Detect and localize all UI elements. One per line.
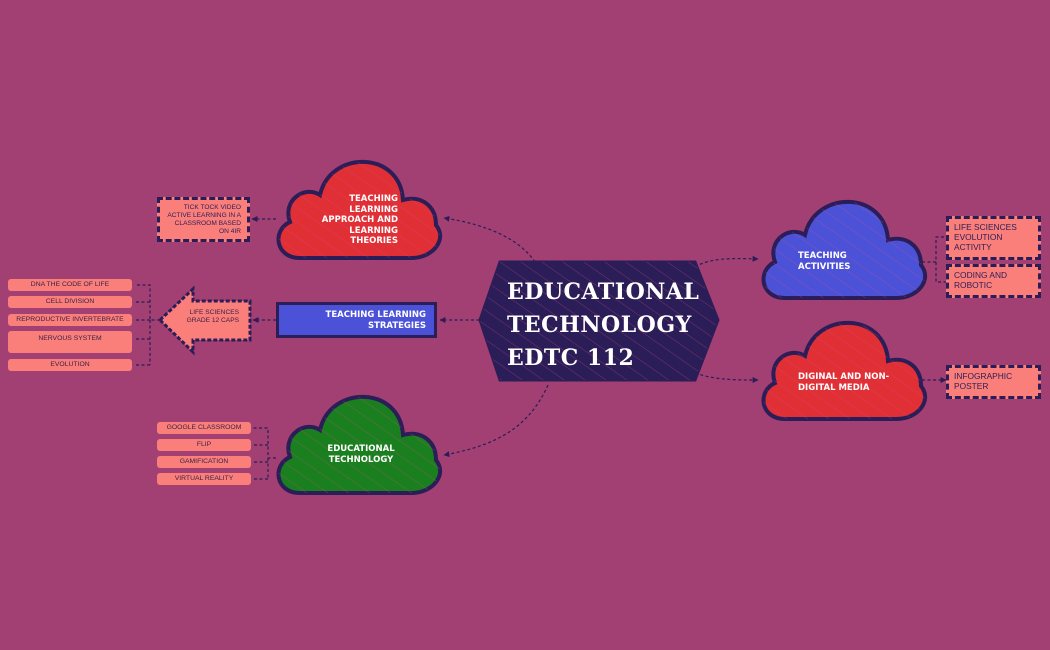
edtech-item-flip[interactable]: FLIP [157,439,251,451]
strategy-item-cell-division[interactable]: CELL DIVISION [8,296,132,308]
connectors [136,215,947,480]
approach-note[interactable]: TICK TOCK VIDEO ACTIVE LEARNING IN A CLA… [157,197,250,242]
activity-item-coding[interactable]: CODING AND ROBOTIC [946,264,1041,298]
strategy-item-evolution[interactable]: EVOLUTION [8,359,132,371]
central-title-line-2: TECHNOLOGY [507,312,692,338]
edtech-item-google-classroom[interactable]: GOOGLE CLASSROOM [157,422,251,434]
connector-center-approach [443,215,536,263]
arrow-label: LIFE SCIENCES GRADE 12 CAPS [186,309,239,324]
connector-activities-items [922,236,946,283]
connector-center-edtech [443,384,549,458]
edtech-label: EDUCATIONAL TECHNOLOGY [327,444,395,465]
connector-edtech-items [253,427,276,480]
central-title-line-1: EDUCATIONAL [507,279,700,305]
cloud-teaching-activities[interactable] [761,199,928,300]
strategy-item-dna[interactable]: DNA THE CODE OF LIFE [8,279,132,291]
media-item-infographic[interactable]: INFOGRAPHIC POSTER [946,365,1041,399]
approach-label: TEACHING LEARNING APPROACH AND LEARNING … [321,194,398,246]
arrow-life-sciences[interactable] [157,285,252,356]
cloud-teaching-approach[interactable] [276,159,443,260]
activities-label: TEACHING ACTIVITIES [798,251,851,272]
media-label: DIGINAL AND NON-DIGITAL MEDIA [798,372,890,393]
strategies-node[interactable] [276,302,437,338]
cloud-digital-media[interactable] [761,320,928,421]
cloud-educational-technology[interactable] [276,394,443,495]
central-title-line-3: EDTC 112 [507,345,635,371]
strategy-item-reproductive[interactable]: REPRODUCTIVE INVERTEBRATE [8,314,132,326]
connector-center-media [694,372,759,383]
activity-item-evolution[interactable]: LIFE SCIENCES EVOLUTION ACTIVITY [946,216,1041,260]
connector-center-activities [694,255,759,268]
edtech-item-virtual-reality[interactable]: VIRTUAL REALITY [157,473,251,485]
strategy-item-nervous[interactable]: NERVOUS SYSTEM [8,331,132,353]
edtech-item-gamification[interactable]: GAMIFICATION [157,456,251,468]
strategies-label: TEACHING LEARNING STRATEGIES [325,310,426,331]
central-topic[interactable] [478,260,720,382]
central-title: EDUCATIONAL TECHNOLOGY EDTC 112 [507,276,707,375]
connector-arrow-items [136,284,160,366]
